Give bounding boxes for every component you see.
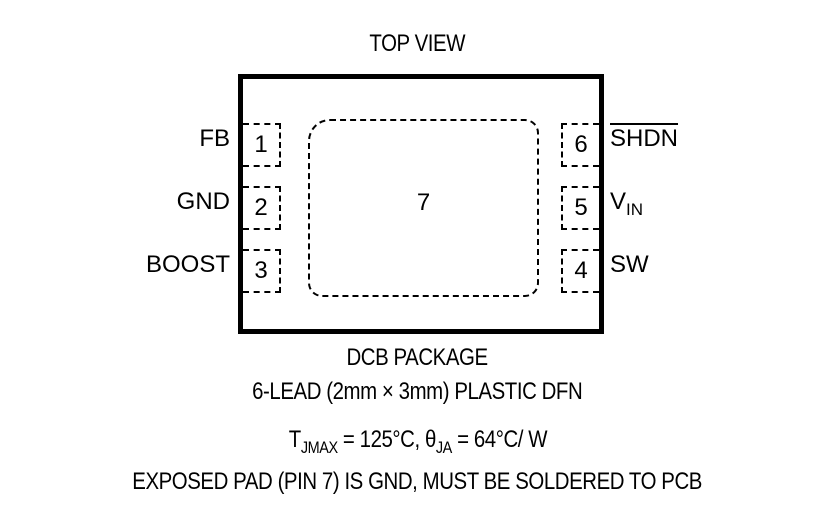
package-description: 6-LEAD (2mm × 3mm) PLASTIC DFN	[252, 378, 583, 405]
pin-5-label: VIN	[610, 188, 644, 219]
pin-2-label: GND	[176, 188, 230, 215]
pin-1-pad: 1	[243, 123, 281, 167]
pin-6-pad: 6	[561, 123, 599, 167]
package-name: DCB PACKAGE	[346, 344, 489, 371]
thermal-spec: TJMAX = 125°C, θJA = 64°C/ W	[288, 426, 547, 457]
pin-3-pad: 3	[243, 249, 281, 293]
exposed-pad: 7	[308, 119, 539, 297]
pin-2-pad: 2	[243, 186, 281, 230]
pin-5-pad: 5	[561, 186, 599, 230]
view-title: TOP VIEW	[369, 30, 466, 57]
pin-4-pad: 4	[561, 249, 599, 293]
pin-1-label: FB	[199, 125, 230, 152]
exposed-pad-number: 7	[416, 189, 431, 216]
exposed-pad-note: EXPOSED PAD (PIN 7) IS GND, MUST BE SOLD…	[132, 468, 703, 495]
pin-6-label: SHDN	[610, 125, 679, 152]
pin-4-label: SW	[610, 251, 649, 278]
pin-3-label: BOOST	[145, 251, 230, 278]
package-outline: 1 2 3 7 6 5 4	[238, 74, 604, 334]
